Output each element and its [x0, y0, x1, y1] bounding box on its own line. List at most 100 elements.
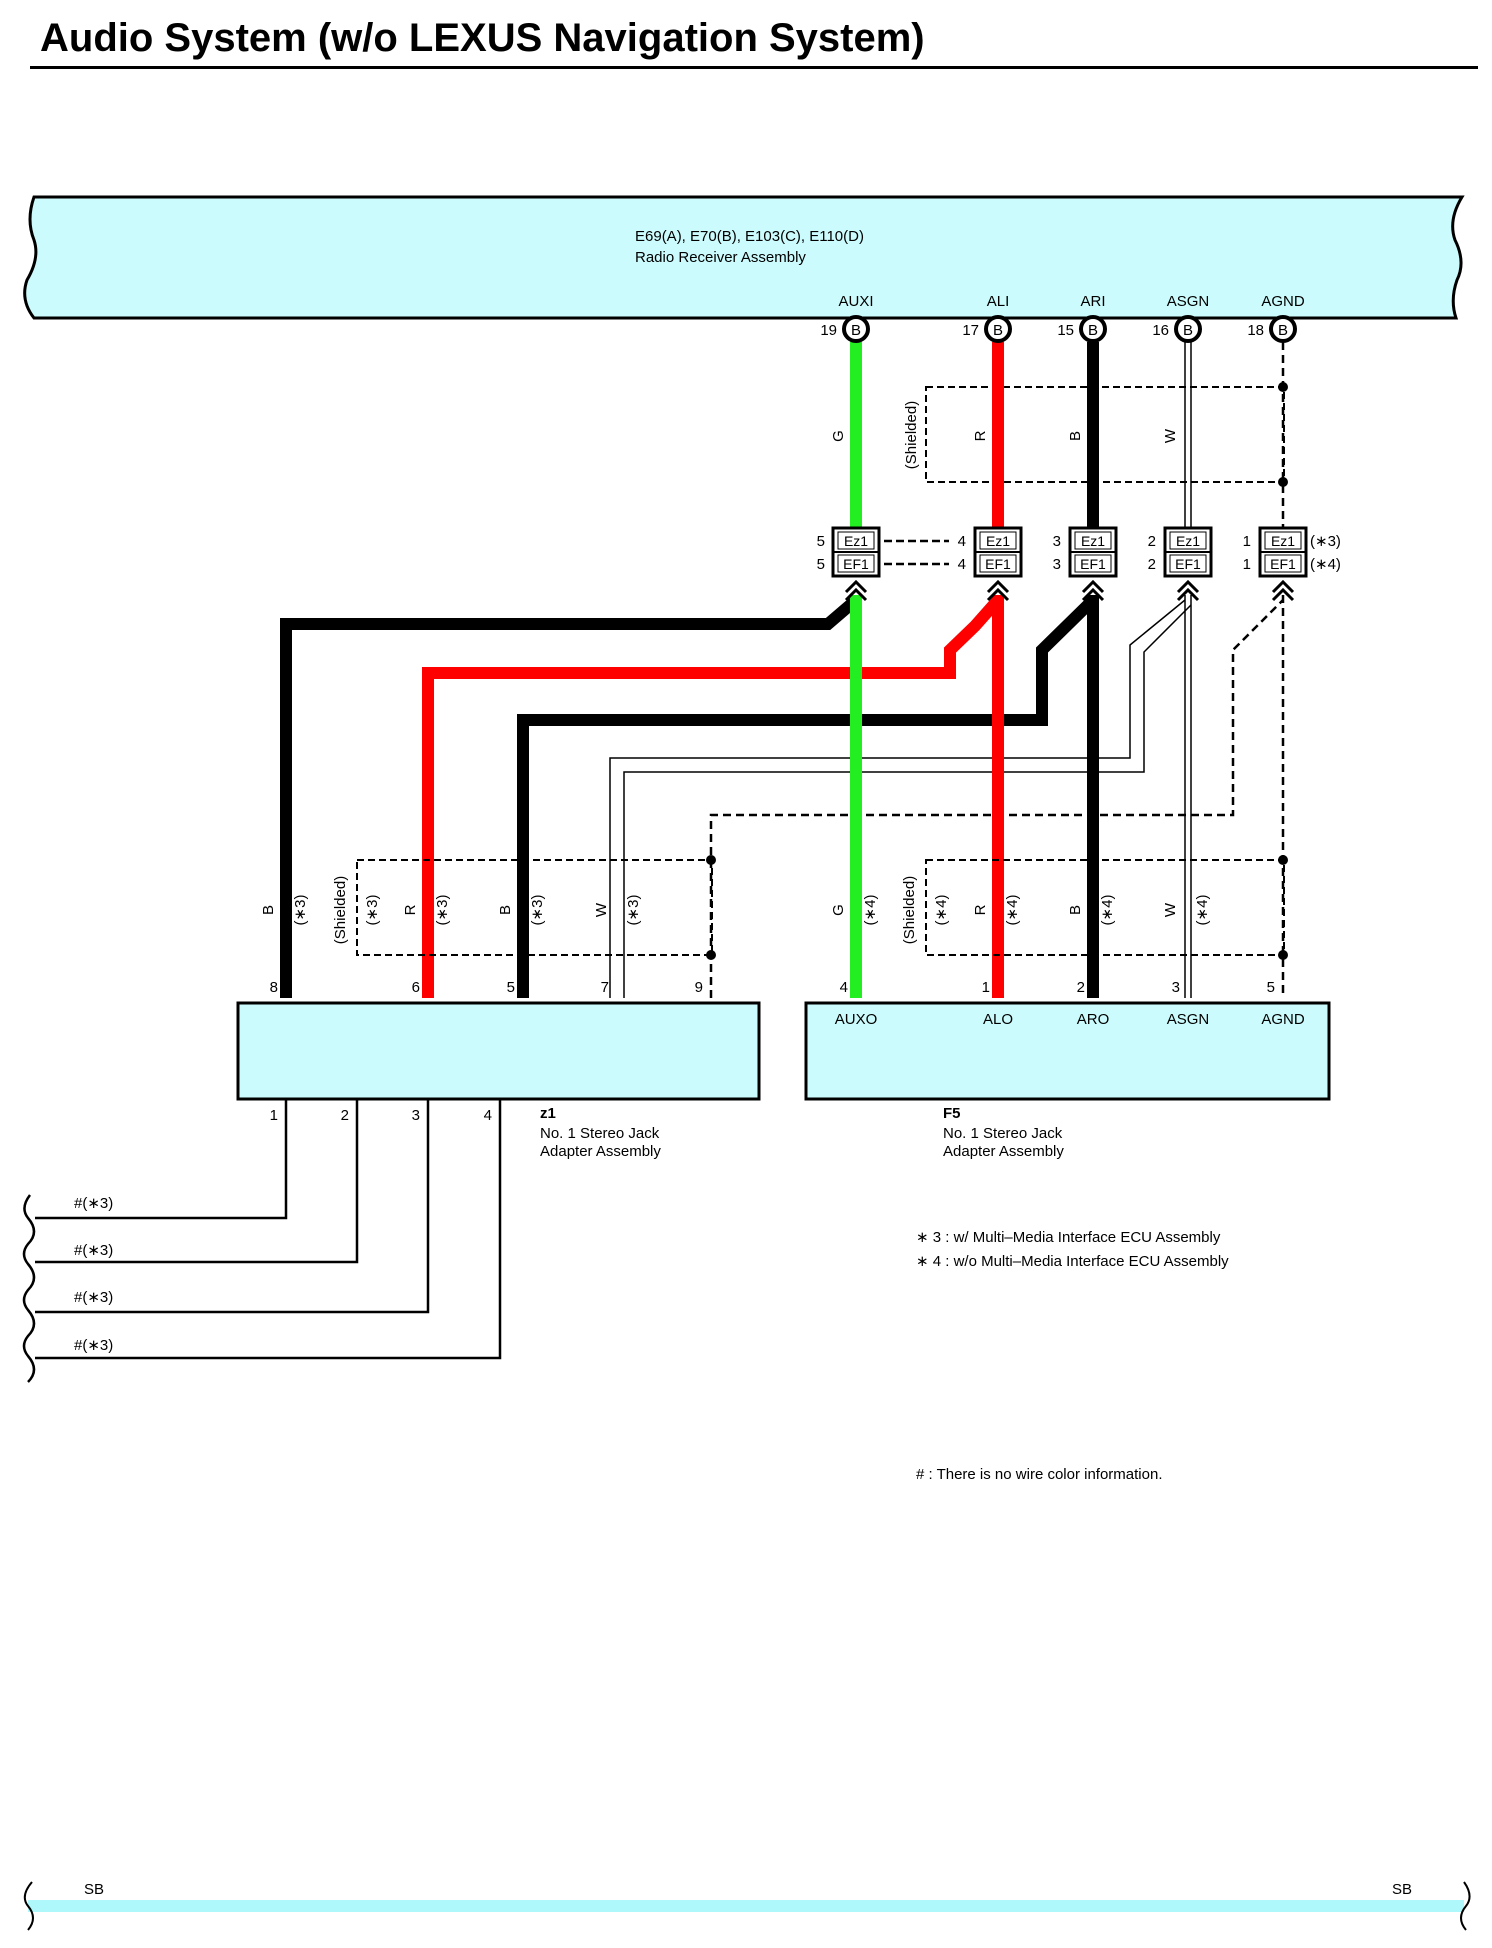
wire-b-to-z1-8: [280, 595, 860, 998]
junction-block-5: Ez1 EF1 5 5: [817, 526, 881, 602]
svg-text:Ez1: Ez1: [1271, 533, 1295, 549]
f5-pin-name: ALO: [983, 1011, 1013, 1028]
svg-text:EF1: EF1: [843, 556, 869, 572]
wire-agnd-to-z1-9: [709, 599, 1284, 998]
z1-name-line1: No. 1 Stereo Jack: [540, 1125, 660, 1142]
svg-text:2: 2: [1148, 533, 1156, 550]
f5-wire-color: R: [972, 904, 989, 915]
wire-color-r: R: [972, 430, 989, 441]
bus-break-left: [23, 1881, 34, 1931]
z1-output-wire-1: [35, 1100, 288, 1220]
z1-pin-number: 7: [601, 979, 609, 996]
z1-wire-color: W: [593, 902, 610, 917]
wire-color-g: G: [830, 430, 847, 442]
z1-code: z1: [540, 1105, 556, 1122]
wire-color-w: W: [1162, 428, 1179, 443]
bus-break-right: [1460, 1881, 1471, 1931]
shield-node: [1278, 950, 1288, 960]
z1-stereo-jack-adapter: [236, 1001, 761, 1101]
z1-bottom-pin: 4: [484, 1107, 492, 1124]
sb-bus: [28, 1900, 1464, 1912]
z1-output-label: #(∗3): [74, 1337, 113, 1354]
svg-text:17: 17: [962, 322, 979, 339]
f5-wire-color: G: [830, 904, 847, 916]
svg-text:3: 3: [1053, 556, 1061, 573]
f5-pin-number: 3: [1172, 979, 1180, 996]
svg-text:5: 5: [817, 533, 825, 550]
f5-stereo-jack-adapter: [804, 1001, 1331, 1101]
z1-bottom-pin: 2: [341, 1107, 349, 1124]
z1-output-wire-4: [35, 1100, 502, 1360]
z1-wire-color: B: [260, 905, 277, 915]
pin-circle-auxi: B 19: [820, 315, 870, 343]
svg-text:1: 1: [1243, 556, 1251, 573]
z1-output-wire-3: [35, 1100, 430, 1314]
z1-output-label: #(∗3): [74, 1195, 113, 1212]
title-underline: [30, 66, 1478, 69]
f5-wire-note: (∗4): [933, 895, 950, 926]
svg-text:B: B: [993, 322, 1003, 339]
junction-block-4: Ez1 EF1 4 4: [958, 526, 1023, 602]
f5-shielded-label: (Shielded): [901, 876, 918, 944]
f5-pin-number: 5: [1267, 979, 1275, 996]
f5-pin-number: 4: [840, 979, 848, 996]
note-3: ∗ 3 : w/ Multi–Media Interface ECU Assem…: [916, 1229, 1221, 1246]
wire-b-to-z1-5: [517, 595, 1098, 998]
z1-shielded-label: (Shielded): [332, 876, 349, 944]
f5-pin-name: ARO: [1077, 1011, 1110, 1028]
receiver-name: Radio Receiver Assembly: [635, 249, 806, 266]
pin-name-auxi: AUXI: [838, 293, 873, 310]
z1-bottom-pin: 1: [270, 1107, 278, 1124]
shield-node: [706, 950, 716, 960]
svg-text:2: 2: [1148, 556, 1156, 573]
pin-name-ali: ALI: [987, 293, 1010, 310]
wire-color-b: B: [1067, 431, 1084, 441]
svg-text:15: 15: [1057, 322, 1074, 339]
svg-text:Ez1: Ez1: [986, 533, 1010, 549]
svg-text:4: 4: [958, 533, 966, 550]
z1-wire-note: (∗3): [625, 895, 642, 926]
svg-text:EF1: EF1: [1080, 556, 1106, 572]
wire-r-to-z1-6: [422, 596, 1003, 998]
junction-block-2: Ez1 EF1 2 2: [1148, 526, 1213, 602]
wire-w-to-z1-7-b: [623, 604, 1192, 998]
svg-text:EF1: EF1: [985, 556, 1011, 572]
z1-pin-number: 6: [412, 979, 420, 996]
svg-text:B: B: [1183, 322, 1193, 339]
hash-note: # : There is no wire color information.: [916, 1466, 1163, 1483]
svg-text:16: 16: [1152, 322, 1169, 339]
f5-pin-name: AUXO: [835, 1011, 878, 1028]
z1-pin-number: 8: [270, 979, 278, 996]
svg-text:EF1: EF1: [1270, 556, 1296, 572]
pin-circle-ali: B 17: [962, 315, 1012, 343]
z1-pin-number: 9: [695, 979, 703, 996]
f5-wire-note: (∗4): [1099, 895, 1116, 926]
f5-wire-color: W: [1162, 902, 1179, 917]
svg-text:5: 5: [817, 556, 825, 573]
page-title: Audio System (w/o LEXUS Navigation Syste…: [40, 16, 925, 60]
wire-w-to-z1-7-a: [609, 599, 1186, 998]
f5-wire-note: (∗4): [1004, 895, 1021, 926]
pin-circle-ari: B 15: [1057, 315, 1107, 343]
svg-text:Ez1: Ez1: [1176, 533, 1200, 549]
z1-name-line2: Adapter Assembly: [540, 1143, 661, 1160]
sb-label-right: SB: [1392, 1881, 1412, 1898]
f5-name-line2: Adapter Assembly: [943, 1143, 1064, 1160]
svg-text:1: 1: [1243, 533, 1251, 550]
junction-block-3: Ez1 EF1 3 3: [1053, 526, 1118, 602]
f5-name-line1: No. 1 Stereo Jack: [943, 1125, 1063, 1142]
svg-text:B: B: [1278, 322, 1288, 339]
svg-text:3: 3: [1053, 533, 1061, 550]
f5-pin-number: 1: [982, 979, 990, 996]
f5-pin-name: ASGN: [1167, 1011, 1210, 1028]
z1-output-wire-2: [35, 1100, 359, 1264]
receiver-connectors: E69(A), E70(B), E103(C), E110(D): [635, 228, 864, 245]
pin-name-ari: ARI: [1080, 293, 1105, 310]
f5-pin-number: 2: [1077, 979, 1085, 996]
svg-text:B: B: [1088, 322, 1098, 339]
junction-block-1: Ez1 EF1 1 1: [1243, 526, 1308, 602]
junction-note-top: (∗3): [1310, 533, 1341, 550]
pin-name-agnd: AGND: [1261, 293, 1305, 310]
f5-wire-color: B: [1067, 905, 1084, 915]
